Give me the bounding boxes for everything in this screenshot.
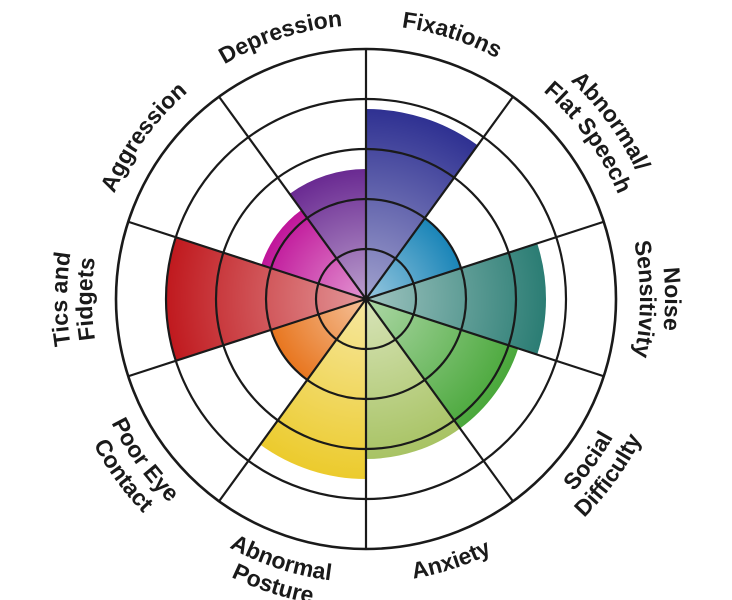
label-line-noise-sensitivity-1: Noise — [658, 266, 686, 332]
grid-spoke-7 — [218, 298, 367, 502]
grid-spoke-4 — [365, 297, 605, 378]
wedge-highlight-poor-eye-contact — [270, 299, 366, 380]
wedge-highlight-anxiety — [366, 299, 461, 459]
wedge-highlight-aggression — [261, 210, 366, 299]
label-depression: Depression — [214, 5, 343, 69]
label-line-noise-sensitivity-2: Sensitivity — [629, 238, 661, 360]
grid-spoke-9 — [127, 220, 367, 301]
wedge-highlight-fixations — [366, 109, 478, 299]
grid-spoke-2 — [365, 96, 514, 300]
grid-spoke-8 — [127, 297, 367, 378]
grid-spoke-5 — [365, 298, 514, 502]
label-line-tics-and-fidgets-1: Tics and — [46, 250, 76, 348]
label-abnormal-flat-speech: Abnormal/Flat Speech — [540, 66, 656, 197]
wedge-highlight-noise-sensitivity — [366, 243, 546, 355]
grid-layer — [114, 47, 618, 551]
wedge-highlight-abnormal-posture — [260, 299, 366, 479]
label-line-tics-and-fidgets-2: Fidgets — [71, 256, 100, 343]
grid-spoke-3 — [365, 220, 605, 301]
wedge-highlight-abnormal-flat-speech — [366, 218, 462, 299]
label-line-depression-1: Depression — [214, 5, 343, 69]
wedge-layer — [166, 109, 546, 479]
grid-spoke-10 — [218, 96, 367, 300]
